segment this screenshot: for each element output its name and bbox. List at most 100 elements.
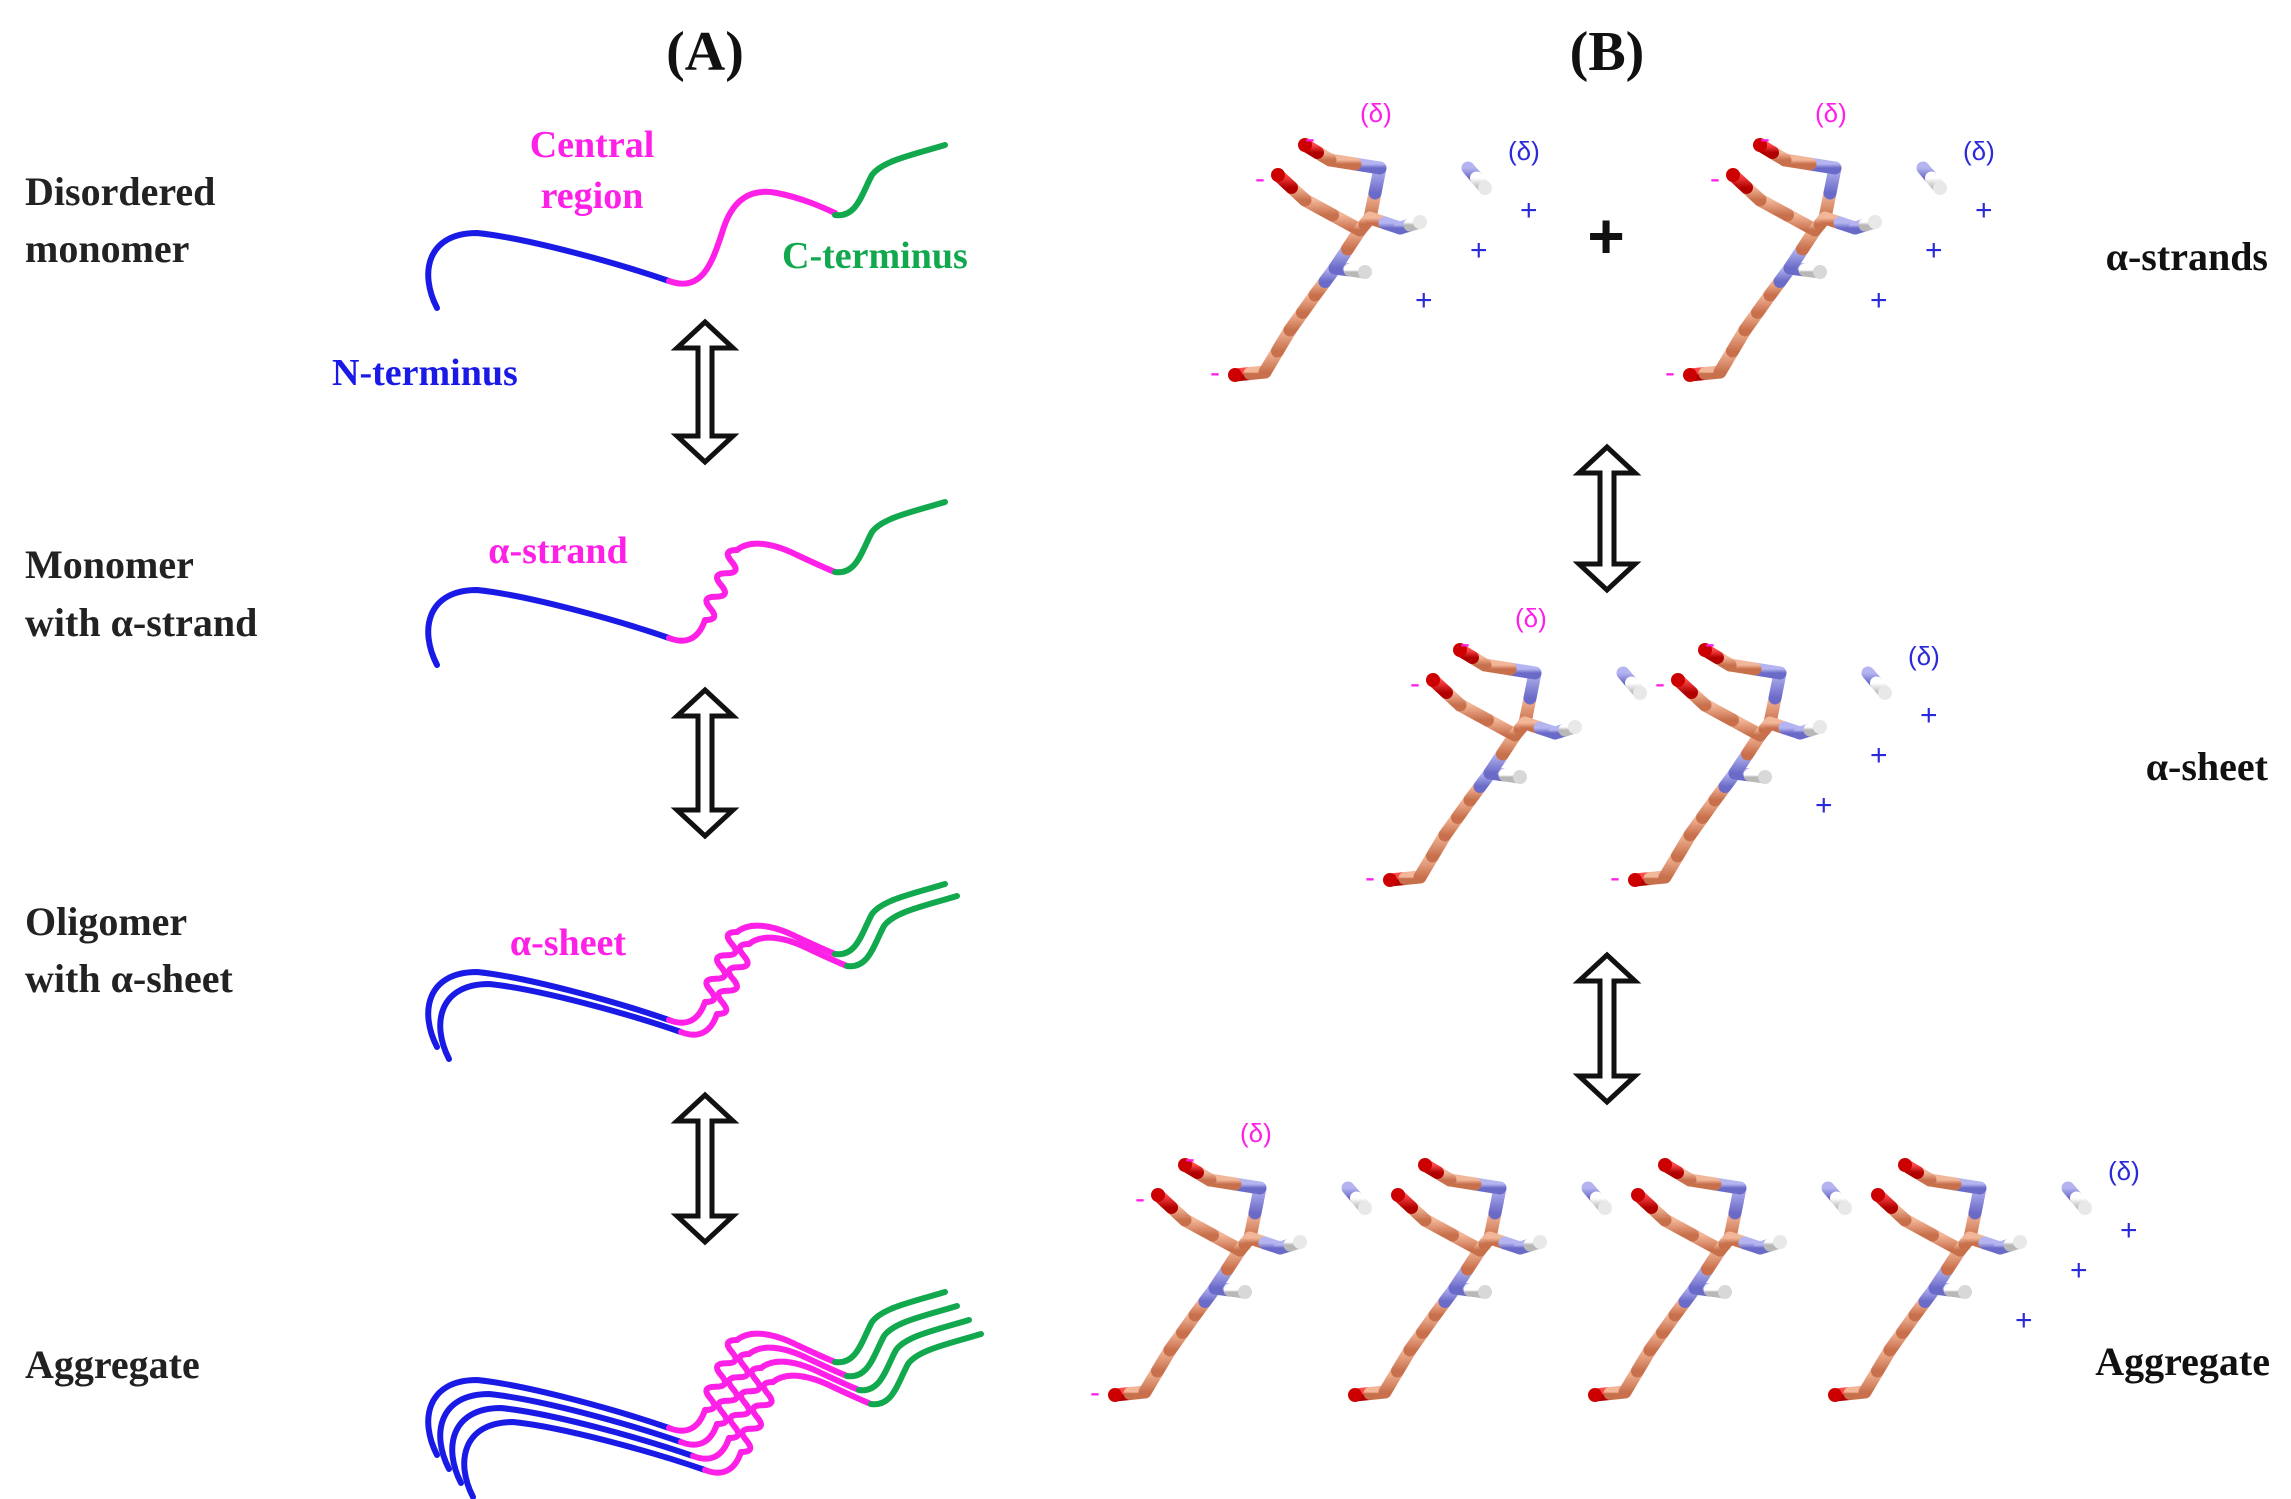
atom-cap [1358,1201,1372,1215]
atom-cap [1418,1158,1432,1172]
negative-charge: - [1460,627,1470,660]
central-region-segment [690,1435,732,1462]
central-region-tail [746,934,850,969]
panel-b-molecules: ---(δ)+++(δ)---(δ)+++(δ)---(δ)---+++(δ)-… [1090,98,2140,1409]
partial-positive-charge: (δ) [1908,641,1940,671]
atom-cap [1178,1158,1192,1172]
alpha-strand-label: α-strand [488,530,627,572]
positive-charge: + [1920,699,1938,732]
equilibrium-double-arrow [1572,443,1642,594]
peptide-stick-model: ---(δ)+++(δ) [1210,98,1540,389]
positive-charge: + [2015,1304,2033,1337]
atom-cap [1598,1201,1612,1215]
n-terminus-segment [425,1376,672,1458]
central-region-segment [678,1421,720,1448]
arrow-outline [670,318,740,466]
negative-charge: - [1090,1376,1100,1409]
row-label-disordered-line2: monomer [25,226,189,271]
n-terminus-segment [437,1390,684,1472]
atom-cap [1426,673,1440,687]
alpha-coil-segment [702,547,740,623]
row-label-aggregate: Aggregate [25,1342,200,1387]
row-label-monomer-line2: with α-strand [25,600,257,645]
equilibrium-double-arrow [670,1091,740,1246]
atom-cap [1228,368,1242,382]
atom-cap [1868,215,1882,229]
c-terminus-segment [844,893,960,970]
equilibrium-double-arrow [670,318,740,466]
negative-charge: - [1135,1182,1145,1215]
atom-cap [1513,770,1527,784]
atom-cap [1828,1388,1842,1402]
alpha-coil-segment [738,1379,776,1455]
arrow-outline [670,686,740,840]
negative-charge: - [1185,1142,1195,1175]
negative-charge: - [1705,627,1715,660]
partial-negative-charge: (δ) [1815,98,1847,128]
negative-charge: - [1665,356,1675,389]
partial-negative-charge: (δ) [1360,98,1392,128]
equilibrium-double-arrow [670,686,740,840]
negative-charge: - [1710,162,1720,195]
partial-positive-charge: (δ) [2108,1156,2140,1186]
panel-a-peptide-chains [425,142,984,1499]
panel-b-row-labels: α-strands α-sheet Aggregate [2095,234,2270,1384]
n-terminus-segment [425,968,672,1050]
atom-cap [1838,1201,1852,1215]
central-region-segment [678,1011,720,1038]
atom-cap [1753,138,1767,152]
equilibrium-double-arrow [1572,951,1642,1106]
positive-charge: + [1870,284,1888,317]
c-terminus-label: C-terminus [782,235,968,277]
row-label-disordered-line1: Disordered [25,169,215,214]
central-region-label-line2: region [541,175,644,217]
atom-cap [1698,643,1712,657]
n-terminus-segment [461,1418,708,1499]
row-label-oligomer-line1: Oligomer [25,899,187,944]
central-region-tail [770,1372,874,1407]
arrow-outline [1572,951,1642,1106]
atom-cap [1658,1158,1672,1172]
alpha-coil-segment [714,1351,752,1427]
n-terminus-label: N-terminus [332,352,518,394]
atom-cap [1633,686,1647,700]
atom-cap [1726,168,1740,182]
atom-cap [1813,265,1827,279]
chain-aggregate-strand [437,1303,960,1472]
atom-cap [1588,1388,1602,1402]
negative-charge: - [1760,122,1770,155]
atom-cap [1533,1235,1547,1249]
atom-cap [1568,720,1582,734]
c-terminus-segment [844,1303,960,1380]
atom-cap [1631,1188,1645,1202]
central-region-tail [734,1330,838,1365]
chain-disordered-monomer [425,142,948,311]
n-terminus-segment [437,980,684,1062]
atom-cap [1773,1235,1787,1249]
atom-cap [1413,215,1427,229]
chain-oligomer-strand [425,881,948,1050]
atom-cap [1383,873,1397,887]
positive-charge: + [1925,234,1943,267]
n-terminus-segment [449,1404,696,1486]
central-region-segment [666,617,708,644]
atom-cap [1718,1285,1732,1299]
panel-a-row-labels: Disordered monomer Monomer with α-strand… [25,169,257,1387]
atom-cap [1628,873,1642,887]
atom-cap [1298,138,1312,152]
central-region-segment [666,188,838,287]
partial-negative-charge: (δ) [1515,603,1547,633]
alpha-sheet-label: α-sheet [510,922,627,964]
central-region-tail [746,1344,850,1379]
central-region-tail [758,1358,862,1393]
central-region-segment [666,999,708,1026]
negative-charge: - [1610,861,1620,894]
peptide-stick-model: ---(δ) [1090,1118,1372,1409]
alpha-coil-segment [702,1337,740,1413]
atom-cap [1958,1285,1972,1299]
negative-charge: - [1255,162,1265,195]
n-terminus-segment [425,229,672,311]
alpha-coil-segment [702,929,740,1005]
positive-charge: + [1520,194,1538,227]
